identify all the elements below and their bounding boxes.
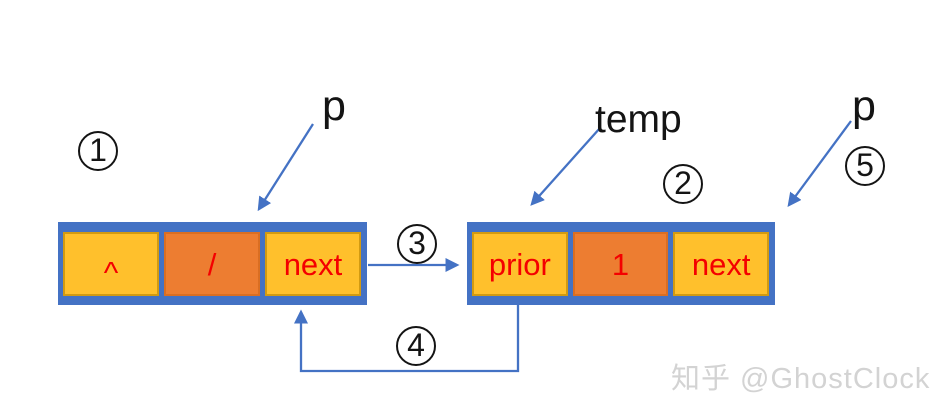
cell-right-data-value: 1 bbox=[611, 246, 630, 282]
zhihu-watermark: 知乎 @GhostClock bbox=[671, 363, 931, 395]
cell-right-next-value: next bbox=[691, 246, 751, 282]
cell-left-prior-value: ^ bbox=[103, 254, 119, 290]
step-badge-2: 2 bbox=[663, 164, 703, 204]
step-badge-5: 5 bbox=[845, 146, 885, 186]
list-node-right: prior 1 next bbox=[467, 222, 775, 305]
cell-right-prior-value: prior bbox=[488, 246, 551, 282]
cell-left-data-value: / bbox=[207, 246, 217, 282]
cell-right-prior-field: prior bbox=[472, 232, 568, 296]
pointer-label-p-right: p bbox=[852, 82, 876, 130]
cell-left-next-value: next bbox=[283, 246, 343, 282]
cell-left-data-field: / bbox=[164, 232, 260, 296]
cell-left-prior-field: ^ bbox=[63, 232, 159, 296]
pointer-label-temp: temp bbox=[595, 98, 682, 141]
arrow-temp-to-node bbox=[530, 127, 601, 206]
step-badge-3: 3 bbox=[397, 224, 437, 264]
step-badge-1: 1 bbox=[78, 131, 118, 171]
cell-left-next-field: next bbox=[265, 232, 361, 296]
list-node-left: ^ / next bbox=[58, 222, 367, 305]
arrow-p-left-to-node bbox=[257, 123, 314, 212]
arrow-p-right-to-node bbox=[787, 120, 852, 208]
step-badge-4: 4 bbox=[396, 326, 436, 366]
cell-right-data-field: 1 bbox=[572, 232, 669, 296]
cell-right-next-field: next bbox=[673, 232, 770, 296]
pointer-label-p-left: p bbox=[322, 82, 346, 130]
